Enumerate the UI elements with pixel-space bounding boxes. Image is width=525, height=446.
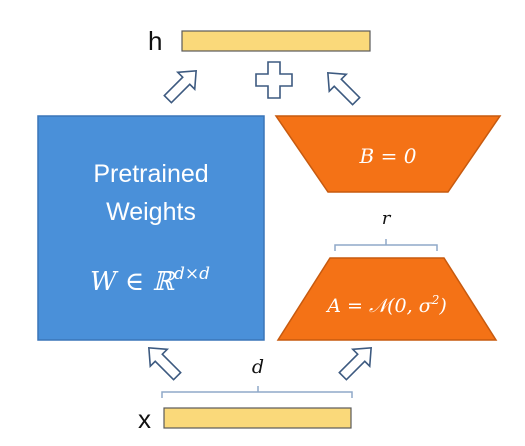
matrix-a-label: A = 𝒩(0, σ2) [325, 293, 447, 317]
output-label: h [148, 26, 162, 56]
matrix-a-label-suffix: ) [438, 295, 446, 317]
matrix-a-block [276, 257, 498, 341]
matrix-a-label-prefix: A = 𝒩(0, σ [325, 295, 433, 317]
matrix-b-block [274, 115, 502, 193]
pretrained-label-line2: Weights [106, 198, 196, 226]
arrow-lora-to-output-icon [326, 71, 361, 106]
arrow-input-to-lora-icon [338, 346, 373, 381]
weight-math-main: W ∈ ℝ [90, 267, 175, 297]
plus-icon [255, 61, 293, 99]
output-vector-bar [181, 30, 371, 52]
pretrained-weights-block [37, 115, 265, 341]
arrow-input-to-pretrained-icon [147, 346, 182, 381]
rank-label: r [382, 208, 392, 229]
input-label: x [138, 404, 151, 434]
pretrained-label-line1: Pretrained [93, 160, 208, 188]
rank-brace [334, 239, 438, 251]
input-vector-bar [163, 407, 352, 429]
matrix-b-label: B = 0 [359, 144, 417, 168]
weight-math-superscript: d×d [174, 264, 210, 284]
weight-math-label: W ∈ ℝd×d [90, 264, 210, 297]
arrow-pretrained-to-output-icon [163, 69, 198, 104]
matrix-a-label-exponent: 2 [431, 293, 440, 307]
dimension-label: d [252, 356, 264, 378]
dimension-brace [161, 386, 353, 398]
